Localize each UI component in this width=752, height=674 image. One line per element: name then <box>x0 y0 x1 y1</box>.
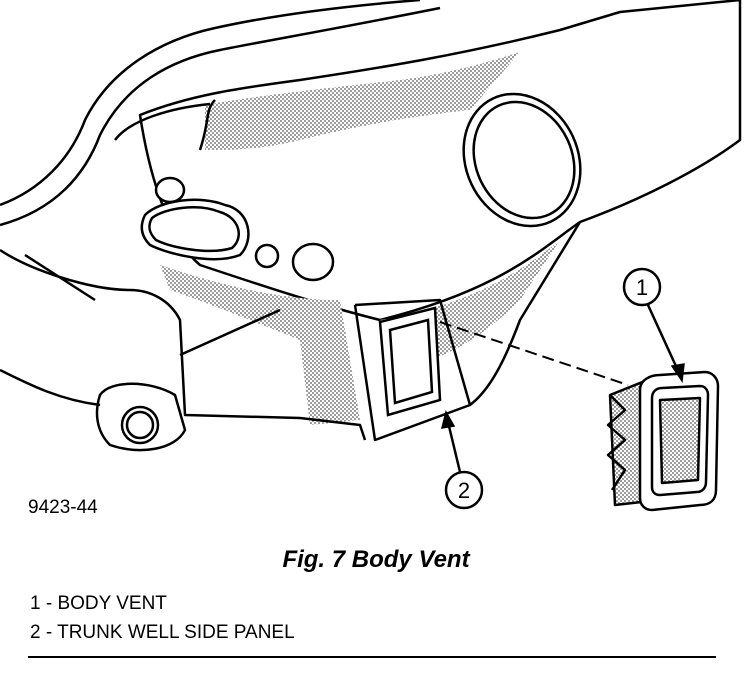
alignment-dash-line <box>439 321 629 386</box>
body-vent-part <box>606 370 720 512</box>
callout-1-number: 1 <box>636 275 648 300</box>
vent-opening <box>378 306 442 417</box>
callout-2-number: 2 <box>458 478 470 503</box>
figure-caption: Fig. 7 Body Vent <box>282 546 470 573</box>
callout-1: 1 <box>622 267 685 384</box>
legend-item-trunk-well-side-panel: 2 - TRUNK WELL SIDE PANEL <box>30 622 295 643</box>
body-vent-illustration: 1 2 <box>0 0 742 512</box>
inner-panel-structure <box>0 99 582 452</box>
figure-id: 9423-44 <box>28 497 98 518</box>
trunk-well-side-panel <box>0 0 742 322</box>
legend-item-body-vent: 1 - BODY VENT <box>30 593 167 614</box>
callout-1-circle <box>622 267 662 307</box>
callout-1-arrowhead <box>670 363 685 384</box>
callout-2-arrowhead <box>440 410 456 429</box>
callout-2-circle <box>444 470 484 510</box>
callout-2-leader <box>446 421 462 473</box>
bottom-rule <box>28 656 716 658</box>
inner-panel-holes <box>120 176 335 445</box>
callout-2: 2 <box>440 410 484 510</box>
callout-1-leader <box>646 304 682 376</box>
